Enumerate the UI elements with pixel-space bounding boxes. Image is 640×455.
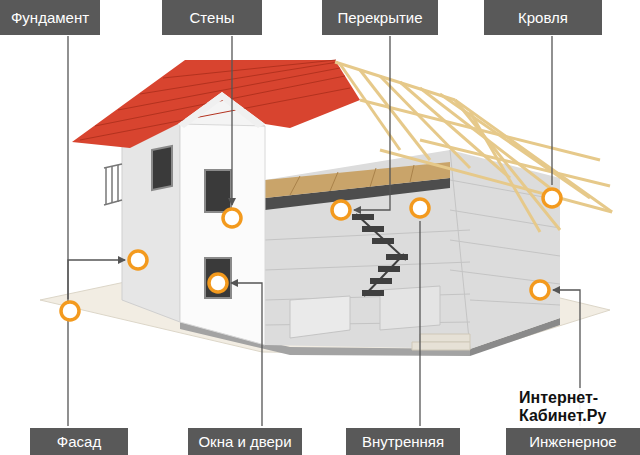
label-box: Фундамент [0, 0, 100, 35]
label-text: Стены [190, 9, 235, 27]
orange-markers [61, 189, 561, 320]
label-box: Перекрытие [322, 0, 438, 35]
label-text: Окна и двери [198, 433, 291, 451]
label-box: Окна и двери [188, 428, 302, 455]
label-text: Кровля [518, 9, 568, 27]
watermark: Интернет-Кабинет.Ру [516, 388, 630, 426]
label-text: Фундамент [11, 9, 89, 27]
label-text: Перекрытие [337, 9, 422, 27]
windows [152, 146, 231, 298]
roof-rafters [335, 62, 612, 232]
tile-roof [72, 60, 360, 148]
label-text: Фасад [57, 433, 101, 451]
label-box: Стены [162, 0, 262, 35]
label-box: Инженерное [506, 428, 640, 455]
label-box: Внутренняя [346, 428, 460, 455]
label-text: Внутренняя [362, 433, 444, 451]
label-text: Инженерное [529, 433, 616, 451]
entry-steps [412, 334, 470, 350]
label-box: Кровля [484, 0, 602, 35]
label-box: Фасад [30, 428, 128, 455]
block-walls [265, 150, 560, 349]
leader-lines [68, 36, 580, 426]
stairs [352, 214, 408, 296]
